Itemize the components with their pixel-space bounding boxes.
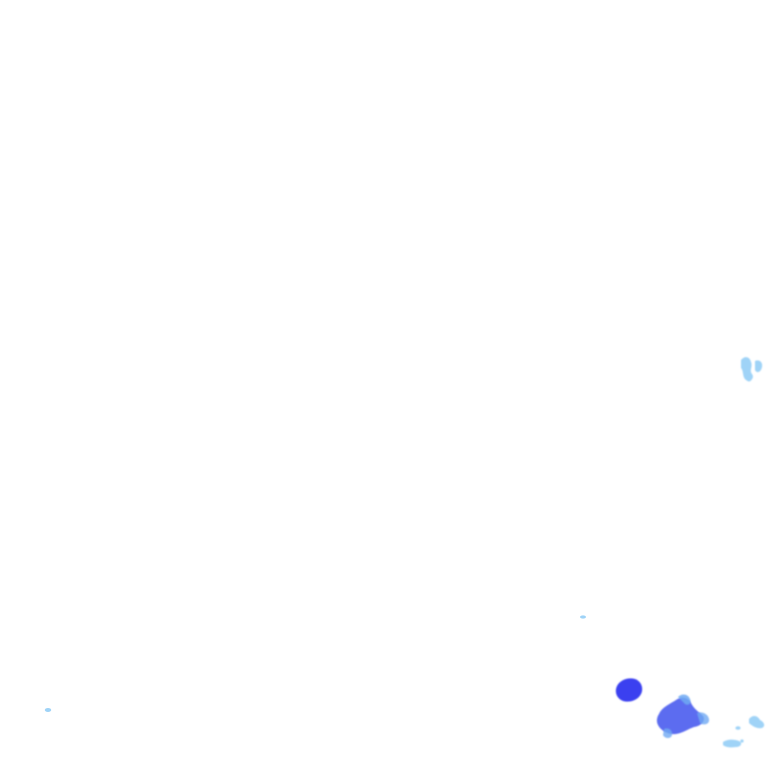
echo-cluster-main [656, 697, 704, 735]
echo-speck-southwest [44, 708, 52, 712]
echo-speck-south-central [580, 615, 586, 619]
echo-cell-core [615, 678, 643, 702]
echo-east-edge [741, 357, 763, 382]
echo-cluster-fringe [663, 694, 710, 738]
echo-southeast-scatter [723, 716, 765, 748]
